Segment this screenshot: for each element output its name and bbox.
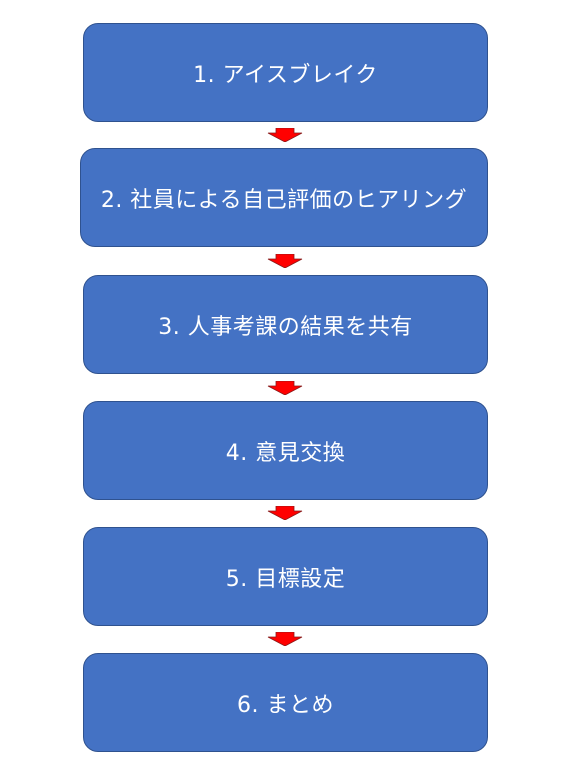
step-box-1: 1. アイスブレイク	[83, 23, 488, 122]
step-box-4: 4. 意見交換	[83, 401, 488, 500]
step-label-4: 4. 意見交換	[225, 440, 346, 466]
step-label-3: 3. 人事考課の結果を共有	[158, 314, 413, 340]
down-arrow-icon	[265, 128, 305, 142]
down-arrow-icon	[265, 254, 305, 268]
step-label-1: 1. アイスブレイク	[193, 62, 378, 88]
step-box-5: 5. 目標設定	[83, 527, 488, 626]
down-arrow-icon	[265, 506, 305, 520]
step-label-2: 2. 社員による自己評価のヒアリング	[100, 187, 468, 213]
step-box-2: 2. 社員による自己評価のヒアリング	[80, 148, 488, 247]
step-label-5: 5. 目標設定	[225, 566, 346, 592]
down-arrow-icon	[265, 632, 305, 646]
step-label-6: 6. まとめ	[237, 692, 334, 718]
step-box-3: 3. 人事考課の結果を共有	[83, 275, 488, 374]
step-box-6: 6. まとめ	[83, 653, 488, 752]
down-arrow-icon	[265, 381, 305, 395]
